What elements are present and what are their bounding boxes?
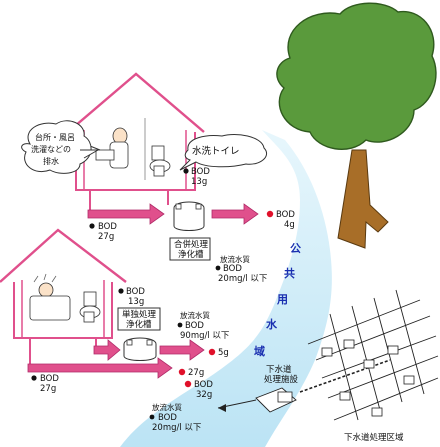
bullet-icon bbox=[89, 223, 95, 229]
single-tank-label-line-1: 単独処理 bbox=[122, 309, 157, 320]
bullet-icon bbox=[215, 265, 221, 271]
house1-toilet-bod-value: 13g bbox=[191, 177, 207, 187]
single-discharge-value: 90mg/l 以下 bbox=[180, 331, 230, 341]
bubble-toilet-label: 水洗トイレ bbox=[192, 145, 240, 157]
bullet-icon bbox=[149, 414, 155, 420]
public-water-river bbox=[120, 130, 332, 447]
bullet-icon bbox=[31, 375, 37, 381]
sewer-discharge-value: 20mg/l 以下 bbox=[152, 423, 202, 433]
single-discharge-bod: BOD bbox=[185, 321, 204, 331]
river-name-char-5: 域 bbox=[254, 344, 265, 358]
river-point-dot bbox=[208, 348, 216, 356]
single-tank-label-box bbox=[117, 307, 161, 331]
single-total-bod-value: 32g bbox=[196, 390, 212, 400]
river-name-char-2: 共 bbox=[284, 266, 295, 280]
house1-toilet-bod-label: BOD bbox=[191, 167, 210, 177]
river-name-char-4: 水 bbox=[266, 317, 278, 331]
combined-discharge-heading: 放流水質 bbox=[220, 254, 250, 264]
sewer-treatment-plant-icon bbox=[255, 387, 297, 413]
combined-treatment-tank-icon bbox=[173, 201, 205, 231]
single-treatment-tank-icon bbox=[123, 337, 157, 361]
arrow-house1-to-combined-tank bbox=[87, 203, 165, 225]
bubble-kitchen-line-3: 排水 bbox=[43, 156, 59, 166]
river-point-dot bbox=[178, 368, 186, 376]
sewer-discharge-bod: BOD bbox=[158, 413, 177, 423]
house2-toilet-bod-value: 13g bbox=[128, 297, 144, 307]
combined-tank-label-line-1: 合併処理 bbox=[174, 239, 209, 250]
single-total-bod-label: BOD bbox=[194, 380, 213, 390]
bullet-icon bbox=[118, 288, 124, 294]
arrow-head-icon bbox=[218, 404, 226, 412]
sewer-area-label: 下水道処理区域 bbox=[344, 432, 404, 443]
house2-toilet-bod-label: BOD bbox=[126, 287, 145, 297]
tree-foliage bbox=[276, 2, 437, 150]
river-point-dot bbox=[184, 380, 192, 388]
river-name-char-3: 用 bbox=[277, 293, 288, 306]
house1-drain-bod-value: 27g bbox=[98, 232, 114, 242]
combined-discharge-value: 20mg/l 以下 bbox=[218, 274, 268, 284]
arrow-combined-tank-to-river bbox=[211, 203, 259, 225]
tree bbox=[276, 2, 437, 249]
combined-river-bod-label: BOD bbox=[276, 210, 295, 220]
arrow-single-tank-to-river bbox=[159, 339, 205, 361]
bubble-kitchen-drain: 台所・風呂 洗濯などの 排水 bbox=[21, 120, 100, 174]
sewer-discharge-heading: 放流水質 bbox=[152, 402, 182, 412]
river-name-char-1: 公 bbox=[290, 242, 301, 255]
sewer-district-grid bbox=[299, 289, 439, 421]
tree-trunk bbox=[337, 149, 389, 249]
combined-tank-label-box bbox=[169, 237, 211, 261]
combined-discharge-bod: BOD bbox=[223, 264, 242, 274]
bullet-icon bbox=[183, 168, 189, 174]
arrow-house2-to-single-tank bbox=[93, 339, 121, 361]
bubble-kitchen-line-1: 台所・風呂 bbox=[35, 132, 75, 142]
river-point-dot bbox=[266, 210, 274, 218]
house1-drain-bod-label: BOD bbox=[98, 222, 117, 232]
sewer-plant-label-line-1: 下水道 bbox=[266, 364, 292, 375]
house2-drain-bod-label: BOD bbox=[40, 374, 59, 384]
house-2 bbox=[0, 228, 127, 366]
single-discharge-heading: 放流水質 bbox=[180, 310, 210, 320]
toilet-icon bbox=[79, 291, 101, 323]
person-in-bath-icon bbox=[29, 273, 71, 321]
arrow-house2-drain-to-river bbox=[27, 357, 173, 379]
person-at-sink-icon bbox=[89, 127, 129, 169]
single-river-out-value: 5g bbox=[218, 348, 229, 358]
bullet-icon bbox=[177, 322, 183, 328]
single-river-in-value: 27g bbox=[188, 368, 204, 378]
house-1 bbox=[67, 72, 205, 212]
combined-river-bod-value: 4g bbox=[284, 220, 295, 230]
combined-tank-label-line-2: 浄化槽 bbox=[178, 249, 204, 260]
toilet-icon bbox=[149, 145, 171, 177]
sewer-plant-label-line-2: 処理施設 bbox=[264, 374, 299, 385]
sewer-houses bbox=[321, 339, 415, 417]
bubble-toilet: 水洗トイレ bbox=[179, 134, 268, 171]
single-tank-label-line-2: 浄化槽 bbox=[126, 319, 152, 330]
house2-drain-bod-value: 27g bbox=[40, 384, 56, 394]
bubble-kitchen-line-2: 洗濯などの bbox=[31, 144, 71, 154]
